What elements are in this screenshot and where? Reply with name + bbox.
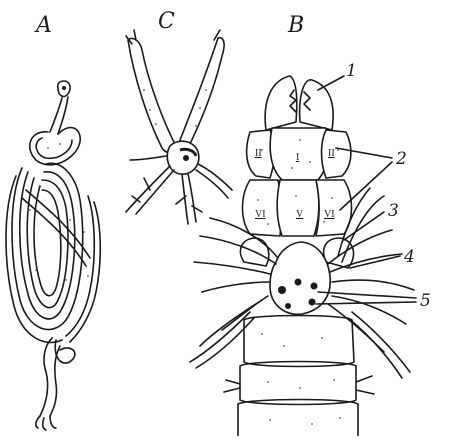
callout-1: 1 [346, 61, 357, 81]
callout-2: 2 [395, 149, 407, 169]
callout-5: 5 [420, 291, 431, 311]
panel-label-a: A [34, 13, 52, 38]
segment-label-center-upper: I [296, 152, 299, 163]
leader-line-5b [316, 302, 416, 304]
leader-line-1 [318, 76, 344, 90]
larva-drawing [126, 30, 232, 224]
panel-label-c: C [158, 9, 175, 34]
segment-label-right-upper: II [328, 148, 335, 159]
segment-label-left-lower: VI [255, 209, 266, 220]
panel-label-b: B [287, 13, 304, 38]
callout-4: 4 [403, 247, 415, 267]
segment-label-left-upper: II [255, 148, 262, 159]
worm-head-drawing [190, 76, 416, 436]
segment-label-right-lower: VI [324, 209, 335, 220]
leader-line-5a [318, 292, 416, 298]
callout-3: 3 [388, 201, 399, 221]
segment-label-center-lower: V [296, 209, 304, 220]
coiled-worm-drawing [6, 81, 100, 430]
